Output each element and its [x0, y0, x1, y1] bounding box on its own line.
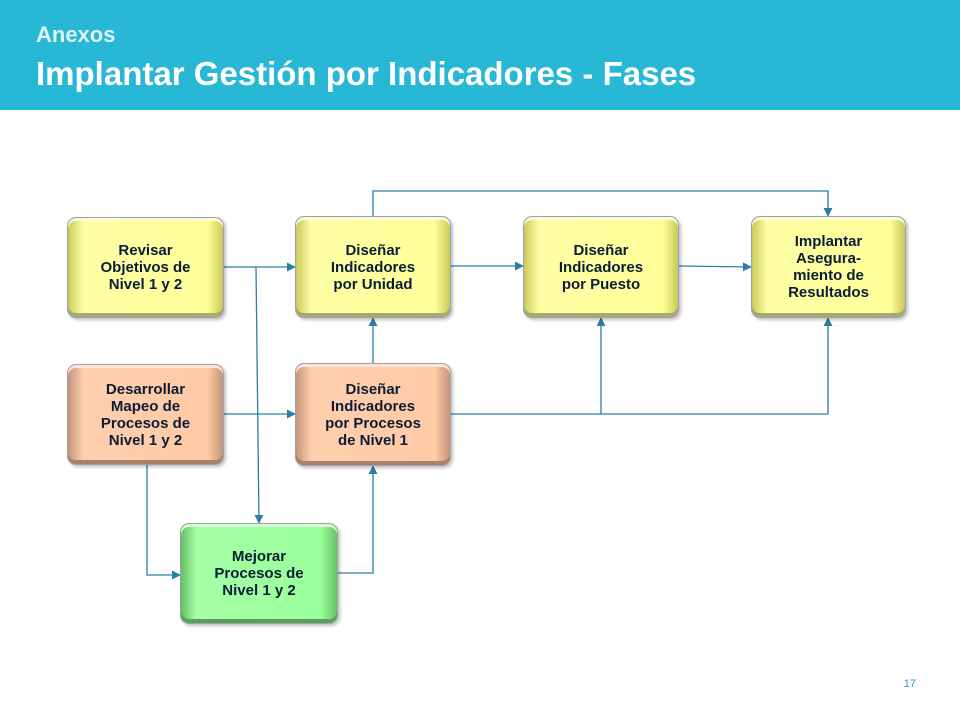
box-label: Diseñar Indicadores por Procesos de Nive…	[325, 380, 421, 449]
box-desarrollar-mapeo: Desarrollar Mapeo de Procesos de Nivel 1…	[67, 364, 224, 465]
box-implantar-aseguramiento: Implantar Asegura- miento de Resultados	[751, 216, 906, 318]
box-label: Desarrollar Mapeo de Procesos de Nivel 1…	[100, 380, 191, 449]
box-label: Diseñar Indicadores por Puesto	[558, 241, 644, 293]
arrow-procesos-to-implantar	[601, 317, 833, 415]
page-number: 17	[903, 678, 916, 690]
arrow-revisar-to-mejorar	[254, 266, 264, 524]
box-label: Diseñar Indicadores por Unidad	[330, 241, 416, 293]
arrow-mejorar-to-procesos	[338, 465, 378, 574]
section-subtitle: Anexos	[36, 22, 116, 47]
box-revisar-objetivos: Revisar Objetivos de Nivel 1 y 2	[67, 217, 224, 318]
arrow-desarrollar-to-mejorar	[146, 465, 181, 580]
box-label: Mejorar Procesos de Nivel 1 y 2	[214, 548, 304, 599]
box-indicadores-unidad: Diseñar Indicadores por Unidad	[295, 216, 451, 318]
box-label: Revisar Objetivos de Nivel 1 y 2	[100, 242, 191, 293]
arrow-puesto-to-implantar	[678, 262, 752, 272]
box-mejorar-procesos: Mejorar Procesos de Nivel 1 y 2	[180, 523, 338, 624]
box-indicadores-puesto: Diseñar Indicadores por Puesto	[523, 216, 679, 318]
box-label: Implantar Asegura- miento de Resultados	[788, 233, 869, 301]
arrow-procesos-to-puesto	[451, 317, 606, 415]
box-indicadores-procesos: Diseñar Indicadores por Procesos de Nive…	[295, 363, 451, 466]
page-title: Implantar Gestión por Indicadores - Fase…	[36, 55, 697, 92]
arrow-unidad-to-implantar	[372, 190, 833, 217]
header-banner: Anexos Implantar Gestión por Indicadores…	[0, 0, 960, 110]
